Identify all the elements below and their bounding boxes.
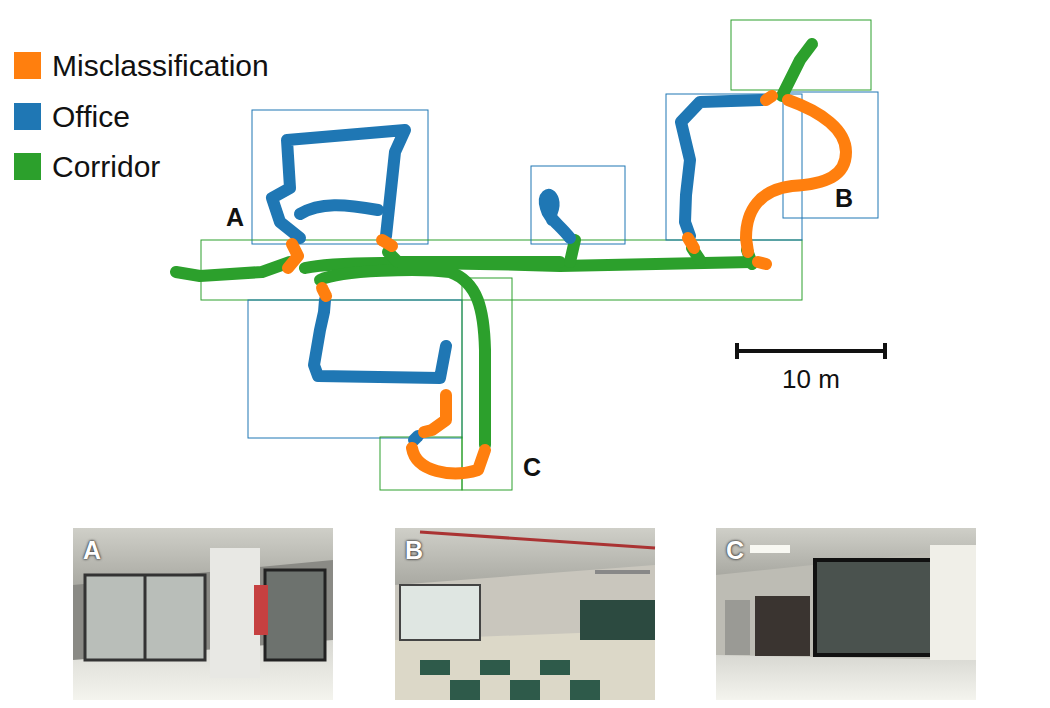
location-letter: C (523, 455, 541, 480)
photo-letter: B (405, 538, 423, 563)
location-letter: A (226, 205, 244, 230)
trajectory-misclassified (382, 240, 392, 246)
office-region (783, 92, 878, 218)
photo-letter: C (726, 538, 744, 563)
location-letter: B (835, 186, 853, 211)
legend-text: Corridor (52, 152, 160, 182)
legend-text: Office (52, 102, 130, 132)
corridor-region (201, 240, 802, 300)
trajectory-office (414, 436, 418, 440)
photo-panel: A (73, 528, 333, 700)
photo-b (395, 528, 655, 700)
trajectory-misclassified (288, 244, 298, 268)
trajectory-corridor (388, 252, 560, 262)
office-region (666, 94, 802, 240)
trajectory-misclassified (688, 238, 694, 248)
trajectory-corridor (782, 44, 812, 96)
trajectory-corridor (176, 262, 290, 276)
trajectory-office (300, 205, 378, 214)
office-region (248, 300, 462, 438)
photo-c (716, 528, 976, 700)
photo-panel: B (395, 528, 655, 700)
office-region (252, 110, 428, 244)
trajectory-misclassified (412, 448, 485, 473)
photo-letter: A (83, 538, 101, 563)
photo-panel: C (716, 528, 976, 700)
trajectory-misclassified (424, 395, 446, 432)
scale-label: 10 m (782, 366, 840, 392)
legend-swatch (14, 153, 41, 180)
trajectory-corridor (320, 270, 485, 445)
legend-swatch (14, 103, 41, 130)
trajectory-office (545, 195, 570, 238)
legend-text: Misclassification (52, 51, 269, 81)
photo-a (73, 528, 333, 700)
scale-bar (737, 343, 885, 359)
trajectory-office (272, 130, 405, 238)
trajectory-misclassified (322, 288, 326, 296)
trajectory-misclassified (758, 262, 766, 264)
office-region (531, 166, 625, 244)
trajectory-office (314, 300, 446, 378)
trajectory-misclassified (766, 96, 772, 100)
legend-swatch (14, 52, 41, 79)
trajectory-misclassified (746, 100, 846, 252)
